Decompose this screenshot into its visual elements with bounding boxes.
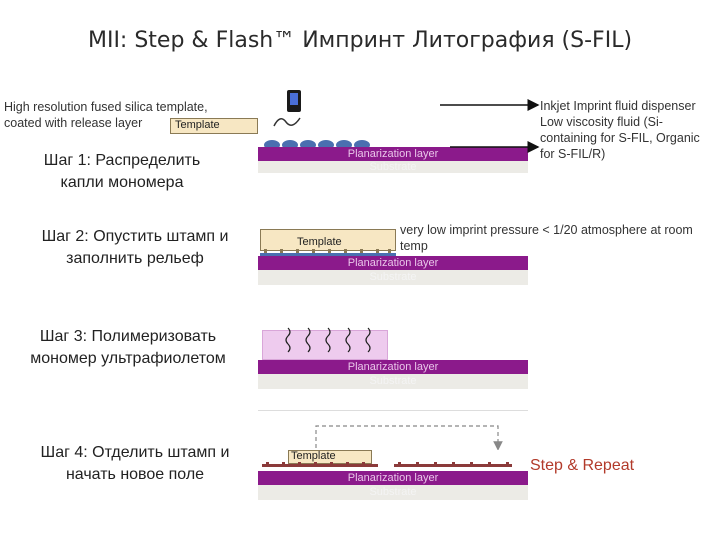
arrows bbox=[440, 99, 540, 153]
substrate-step2: Substrate bbox=[258, 270, 528, 285]
template-label-step1: Template bbox=[175, 119, 220, 131]
step-repeat-path bbox=[315, 425, 503, 450]
monomer-film-step2 bbox=[260, 253, 396, 256]
template-teeth-step2 bbox=[264, 249, 391, 255]
template-label-step2: Template bbox=[297, 236, 342, 248]
step3-diagram: Planarization layer Substrate bbox=[258, 326, 528, 390]
imprinted-features bbox=[262, 462, 512, 467]
planarization-layer-step4: Planarization layer bbox=[258, 471, 528, 485]
template-step2: Template bbox=[260, 229, 396, 251]
step-repeat-label: Step & Repeat bbox=[530, 457, 635, 474]
planarization-layer-step3: Planarization layer bbox=[258, 360, 528, 374]
planarization-layer-step1: Planarization layer bbox=[258, 147, 528, 161]
step1-label: Шаг 1: Распределить капли мономера bbox=[43, 152, 201, 191]
template-bar-step1: Template bbox=[170, 118, 258, 134]
substrate-step3: Substrate bbox=[258, 374, 528, 389]
template-label-step4: Template bbox=[291, 450, 336, 462]
step4-diagram: Template Planarization layer Substrate bbox=[258, 420, 528, 502]
step3-label: Шаг 3: Полимеризовать мономер ультрафиол… bbox=[30, 328, 226, 367]
page-title: MII: Step & Flash™ Импринт Литография (S… bbox=[87, 28, 633, 53]
pressure-note: very low imprint pressure < 1/20 atmosph… bbox=[400, 223, 693, 253]
template-note: High resolution fused silica template, c… bbox=[4, 100, 208, 130]
step1-diagram: Planarization layer Substrate bbox=[258, 133, 528, 173]
dispenser-note: Inkjet Imprint fluid dispenser Low visco… bbox=[540, 99, 700, 161]
planarization-layer-step2: Planarization layer bbox=[258, 256, 528, 270]
dispenser-icon bbox=[287, 90, 301, 112]
step2-label: Шаг 2: Опустить штамп и заполнить рельеф bbox=[41, 228, 229, 267]
step2-diagram: Template Planarization layer Substrate bbox=[258, 225, 528, 287]
step4-label: Шаг 4: Отделить штамп и начать новое пол… bbox=[40, 444, 230, 483]
uv-exposed-template bbox=[262, 330, 388, 360]
squiggle-icon bbox=[273, 117, 301, 127]
substrate-step4: Substrate bbox=[258, 485, 528, 500]
divider bbox=[258, 410, 528, 411]
substrate-step1: Substrate bbox=[258, 161, 528, 173]
uv-light-icon bbox=[285, 327, 371, 353]
monomer-droplets bbox=[264, 140, 370, 149]
